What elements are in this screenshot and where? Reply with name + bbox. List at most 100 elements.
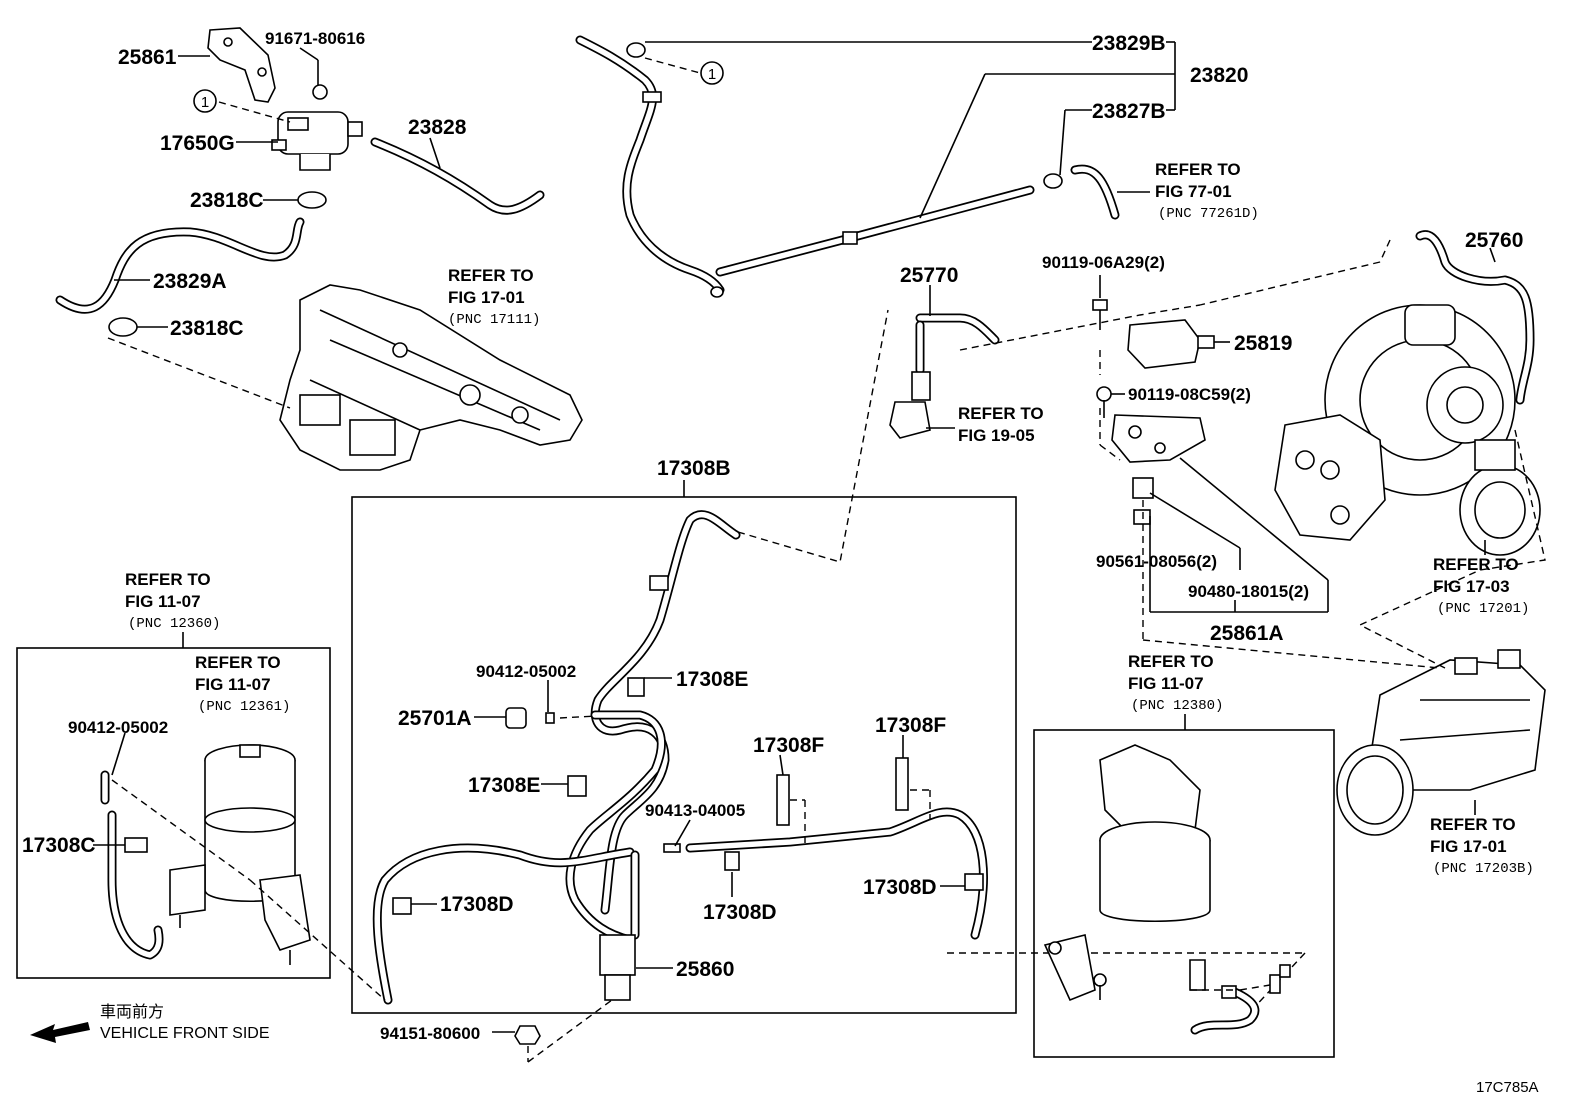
fitting-90412-center-illustration[interactable] xyxy=(545,712,555,724)
label-17308e-top[interactable]: 17308E xyxy=(676,668,748,691)
callout-marker-right xyxy=(700,61,724,85)
clamp-23827b-illustration[interactable] xyxy=(1043,173,1063,189)
ref-fig17-03-line2[interactable]: FIG 17-03 xyxy=(1433,577,1510,596)
clip-17308d-left-illustration[interactable] xyxy=(392,897,412,915)
front-arrow-icon xyxy=(30,1022,90,1043)
ref-fig17-01b-line2[interactable]: FIG 17-01 xyxy=(1430,837,1507,856)
vsv-25860-illustration[interactable] xyxy=(599,934,636,1001)
label-90412-05002-left[interactable]: 90412-05002 xyxy=(68,718,168,737)
label-90412-05002-center[interactable]: 90412-05002 xyxy=(476,662,576,681)
label-91671-80616[interactable]: 91671-80616 xyxy=(265,29,365,48)
label-25770[interactable]: 25770 xyxy=(900,264,958,287)
clip-17308e-top-illustration[interactable] xyxy=(627,575,669,697)
hose-assembly-23820-illustration[interactable] xyxy=(575,35,1120,298)
grommet-90480-illustration[interactable] xyxy=(1133,509,1151,525)
label-90480-18015[interactable]: 90480-18015(2) xyxy=(1188,582,1309,601)
ref-fig77-01-pnc[interactable]: (PNC 77261D) xyxy=(1158,206,1259,222)
label-23829b[interactable]: 23829B xyxy=(1092,32,1166,55)
ref-fig17-01a-pnc[interactable]: (PNC 17111) xyxy=(448,312,540,328)
clamp-23829b-illustration[interactable] xyxy=(626,42,646,58)
vsv-17650g-illustration[interactable] xyxy=(271,111,363,171)
label-90119-06a29[interactable]: 90119-06A29(2) xyxy=(1042,253,1165,272)
sensor-fig19-05-illustration xyxy=(889,371,931,439)
label-23818c-bottom[interactable]: 23818C xyxy=(170,317,244,340)
label-94151-80600[interactable]: 94151-80600 xyxy=(380,1024,480,1043)
label-25819[interactable]: 25819 xyxy=(1234,332,1292,355)
clamp-23818c-top-illustration[interactable] xyxy=(297,191,327,209)
ref-fig11-07b-pnc[interactable]: (PNC 12361) xyxy=(198,699,290,715)
label-17308d-right[interactable]: 17308D xyxy=(863,876,937,899)
pipe-25760-illustration[interactable] xyxy=(1415,230,1535,405)
ref-fig17-01a-line1[interactable]: REFER TO xyxy=(448,266,534,285)
clip-17308d-right-illustration[interactable] xyxy=(964,873,984,891)
label-23818c-top[interactable]: 23818C xyxy=(190,189,264,212)
hose-23829a-illustration[interactable] xyxy=(55,217,305,314)
hose-assembly-17308b-illustration[interactable] xyxy=(372,510,988,1005)
label-25861a[interactable]: 25861A xyxy=(1210,622,1284,645)
sensor-25819-illustration[interactable] xyxy=(1127,319,1215,369)
label-90561-08056[interactable]: 90561-08056(2) xyxy=(1096,552,1217,571)
ref-fig77-01-line1[interactable]: REFER TO xyxy=(1155,160,1241,179)
ref-fig11-07c-line2[interactable]: FIG 11-07 xyxy=(1128,674,1204,693)
ref-fig17-01a-line2[interactable]: FIG 17-01 xyxy=(448,288,525,307)
turbocharger-illustration xyxy=(1274,304,1541,556)
bolt-90119-08c59-illustration[interactable] xyxy=(1096,386,1112,418)
label-23828[interactable]: 23828 xyxy=(408,116,467,139)
label-25701a[interactable]: 25701A xyxy=(398,707,472,730)
bracket-25861a-illustration[interactable] xyxy=(1111,414,1206,463)
ref-fig11-07a-line2[interactable]: FIG 11-07 xyxy=(125,592,201,611)
label-17308d-left[interactable]: 17308D xyxy=(440,893,514,916)
label-23827b[interactable]: 23827B xyxy=(1092,100,1166,123)
ref-fig77-01-line2[interactable]: FIG 77-01 xyxy=(1155,182,1232,201)
label-23829a[interactable]: 23829A xyxy=(153,270,227,293)
label-25860[interactable]: 25860 xyxy=(676,958,734,981)
ref-fig17-03-pnc[interactable]: (PNC 17201) xyxy=(1437,601,1529,617)
front-side-japanese: 車両前方 xyxy=(100,1003,164,1021)
vacuum-hose-17308c-illustration[interactable] xyxy=(100,770,164,960)
cap-25701a-illustration[interactable] xyxy=(505,707,527,729)
box-engine-mount-right xyxy=(1033,729,1335,1058)
label-17650g[interactable]: 17650G xyxy=(160,132,235,155)
ref-fig11-07c-pnc[interactable]: (PNC 12380) xyxy=(1131,698,1223,714)
label-17308e-mid[interactable]: 17308E xyxy=(468,774,540,797)
hose-25770-illustration[interactable] xyxy=(915,313,1000,375)
label-90119-08c59[interactable]: 90119-08C59(2) xyxy=(1128,385,1251,404)
label-17308f-left[interactable]: 17308F xyxy=(753,734,824,757)
clamp-23818c-bottom-illustration[interactable] xyxy=(108,317,138,337)
box-17308b xyxy=(351,496,1017,1014)
clip-17308e-mid-illustration[interactable] xyxy=(567,775,587,797)
ref-fig11-07b-line1[interactable]: REFER TO xyxy=(195,653,281,672)
ref-fig17-03-line1[interactable]: REFER TO xyxy=(1433,555,1519,574)
ref-fig11-07a-line1[interactable]: REFER TO xyxy=(125,570,211,589)
clip-17308d-mid-illustration[interactable] xyxy=(724,851,740,871)
label-23820[interactable]: 23820 xyxy=(1190,64,1248,87)
label-17308c[interactable]: 17308C xyxy=(22,834,96,857)
clip-17308f-right-illustration[interactable] xyxy=(895,757,909,811)
engine-mount-left-illustration xyxy=(169,744,311,965)
label-25760[interactable]: 25760 xyxy=(1465,229,1523,252)
label-17308f-right[interactable]: 17308F xyxy=(875,714,946,737)
label-25861[interactable]: 25861 xyxy=(118,46,177,69)
label-90413-04005[interactable]: 90413-04005 xyxy=(645,801,745,820)
label-17308b[interactable]: 17308B xyxy=(657,457,731,480)
pipe-fig17-01b-illustration xyxy=(1336,649,1546,836)
hose-23828-illustration[interactable] xyxy=(370,137,545,215)
vacuum-hose-right-illustration[interactable] xyxy=(1190,964,1291,1035)
nut-94151-illustration[interactable] xyxy=(514,1025,541,1045)
bolt-91671-illustration[interactable] xyxy=(312,60,328,100)
ref-fig11-07a-pnc[interactable]: (PNC 12360) xyxy=(128,616,220,632)
clip-17308f-left-illustration[interactable] xyxy=(776,774,790,826)
collar-90561-illustration[interactable] xyxy=(1132,477,1154,499)
ref-fig19-05-line2[interactable]: FIG 19-05 xyxy=(958,426,1035,445)
ref-fig11-07b-line2[interactable]: FIG 11-07 xyxy=(195,675,271,694)
label-17308d-mid[interactable]: 17308D xyxy=(703,901,777,924)
ref-fig17-01b-line1[interactable]: REFER TO xyxy=(1430,815,1516,834)
fitting-90413-illustration[interactable] xyxy=(663,843,681,853)
bracket-25861-illustration[interactable] xyxy=(207,27,276,103)
ref-fig17-01b-pnc[interactable]: (PNC 17203B) xyxy=(1433,861,1534,877)
ref-fig11-07c-line1[interactable]: REFER TO xyxy=(1128,652,1214,671)
ref-fig19-05-line1[interactable]: REFER TO xyxy=(958,404,1044,423)
diagram-id: 17C785A xyxy=(1476,1079,1539,1096)
bolt-90119-06a29-illustration[interactable] xyxy=(1092,299,1108,330)
